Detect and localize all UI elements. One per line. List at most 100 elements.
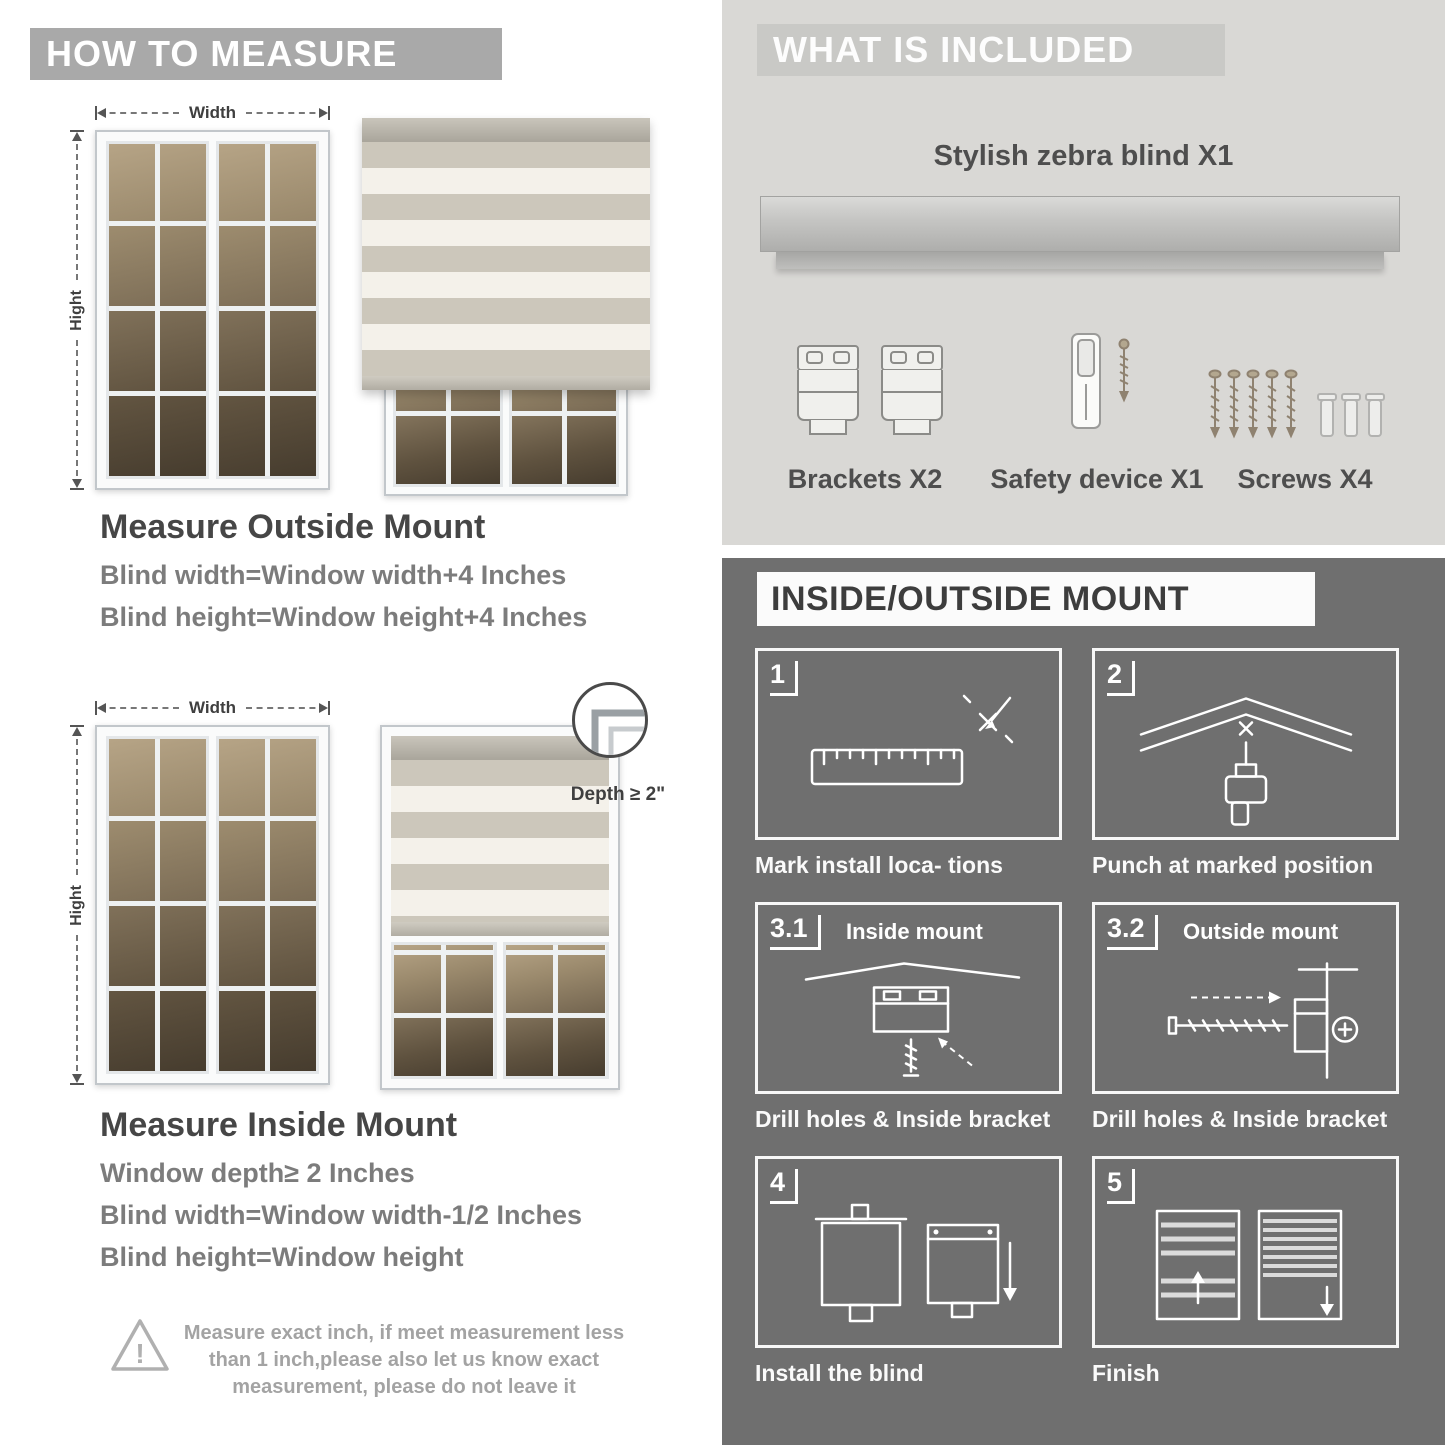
step-caption: Mark install loca- tions (755, 852, 1003, 878)
measure-formula: Blind height=Window height+4 Inches (100, 602, 588, 632)
width-arrow: Width (95, 103, 330, 122)
arrow-tick (328, 701, 330, 715)
arrow-line (97, 703, 179, 713)
install-blind-illustration (814, 1203, 1017, 1323)
window-sash (503, 942, 609, 1079)
what-is-included-panel (722, 0, 1445, 545)
arrow-line (246, 703, 328, 713)
step-title: Outside mount (1183, 919, 1339, 944)
step-number: 2 (1107, 661, 1136, 696)
width-label: Width (188, 103, 237, 122)
mount-instructions-panel (722, 558, 1445, 1445)
outside-mount-title: Measure Outside Mount (100, 508, 486, 546)
measure-formula: Blind height=Window height (100, 1242, 464, 1272)
blind-cassette-lip (776, 252, 1384, 269)
step-number: 5 (1107, 1169, 1136, 1204)
height-arrow: Hight (68, 130, 86, 490)
blind-cassette-illustration (760, 196, 1400, 252)
measure-formula: Blind width=Window width+4 Inches (100, 560, 567, 590)
height-arrow: Hight (68, 725, 86, 1085)
measure-formula: Blind width=Window width-1/2 Inches (100, 1200, 583, 1230)
safety-device-icon (1071, 333, 1130, 429)
zebra-blind-illustration (391, 736, 609, 936)
step-number: 1 (770, 661, 799, 696)
arrow-tick (70, 725, 84, 727)
finished-blinds-illustration (1155, 1209, 1342, 1321)
step-mark-locations: 1 Mark install loca- tions (755, 648, 1062, 879)
step-outside-mount: 3.2 Outside mount Drill holes & Inside b… (1092, 902, 1399, 1133)
inside-mount-title: Measure Inside Mount (100, 1106, 458, 1144)
drill-illustration (1139, 697, 1352, 826)
window-illustration (95, 130, 330, 490)
depth-label: Depth ≥ 2" (570, 784, 666, 805)
step-finish: 5 Finish (1092, 1156, 1399, 1387)
brackets-icon (797, 345, 943, 435)
outside-mount-blind-illustration (362, 118, 650, 496)
inside-bracket-illustration (804, 962, 1020, 1078)
step-box: 3.1 Inside mount (755, 902, 1062, 1094)
window-sash (106, 736, 209, 1074)
width-arrow: Width (95, 698, 330, 717)
screws-icon (1208, 369, 1385, 437)
step-caption: Punch at marked position (1092, 852, 1374, 878)
blind-bottomrail (362, 376, 650, 390)
window-sash (216, 736, 319, 1074)
step-box: 2 (1092, 648, 1399, 840)
arrow-line (72, 340, 82, 488)
how-to-measure-header: HOW TO MEASURE (30, 28, 502, 80)
width-label: Width (188, 698, 237, 717)
warning-icon: ! (111, 1319, 169, 1371)
blind-fabric (362, 142, 650, 376)
arrow-line (72, 935, 82, 1083)
inside-mount-blind-illustration (380, 725, 620, 1090)
screws-label: Screws X4 (1237, 464, 1373, 494)
blind-headrail (362, 118, 650, 142)
window-sash (216, 141, 319, 479)
safety-device-label: Safety device X1 (990, 464, 1204, 494)
zebra-blind-illustration (362, 118, 650, 390)
arrow-tick (70, 1083, 84, 1085)
step-box: 4 (755, 1156, 1062, 1348)
height-label: Hight (68, 884, 85, 926)
step-number: 4 (770, 1169, 799, 1204)
arrow-line (72, 132, 82, 280)
step-number: 3.1 (770, 915, 821, 950)
step-caption: Install the blind (755, 1360, 924, 1386)
step-inside-mount: 3.1 Inside mount Drill holes & Inside br… (755, 902, 1062, 1133)
step-install-blind: 4 Install the blind (755, 1156, 1062, 1387)
window-sash (106, 141, 209, 479)
height-label: Hight (68, 289, 85, 331)
step-box: 1 (755, 648, 1062, 840)
step-title: Inside mount (846, 919, 983, 944)
arrow-tick (95, 701, 97, 715)
ruler-illustration (810, 694, 1013, 786)
arrow-line (72, 727, 82, 875)
step-number: 3.2 (1107, 915, 1158, 950)
brackets-label: Brackets X2 (787, 464, 943, 494)
arrow-line (97, 108, 179, 118)
window-illustration (95, 725, 330, 1085)
what-is-included-header: WHAT IS INCLUDED (757, 24, 1225, 76)
window-behind-blind (391, 942, 609, 1079)
measure-formula: Window depth≥ 2 Inches (100, 1158, 415, 1188)
step-caption: Drill holes & Inside bracket (755, 1106, 1051, 1132)
window-corner-icon (591, 709, 645, 755)
blind-bottomrail (391, 922, 609, 936)
arrow-tick (95, 106, 97, 120)
warning-mark: ! (135, 1338, 144, 1369)
arrow-tick (70, 488, 84, 490)
step-caption: Drill holes & Inside bracket (1092, 1106, 1388, 1132)
step-box: 5 (1092, 1156, 1399, 1348)
depth-callout-circle (572, 682, 648, 758)
product-label: Stylish zebra blind X1 (933, 140, 1234, 172)
mount-header: INSIDE/OUTSIDE MOUNT (757, 572, 1315, 626)
arrow-line (246, 108, 328, 118)
step-box: 3.2 Outside mount (1092, 902, 1399, 1094)
warning-text: Measure exact inch, if meet measurement … (183, 1322, 625, 1398)
arrow-tick (70, 130, 84, 132)
step-caption: Finish (1092, 1360, 1160, 1386)
blind-headrail (391, 736, 609, 760)
blind-fabric (391, 760, 609, 922)
window-sash (391, 942, 497, 1079)
